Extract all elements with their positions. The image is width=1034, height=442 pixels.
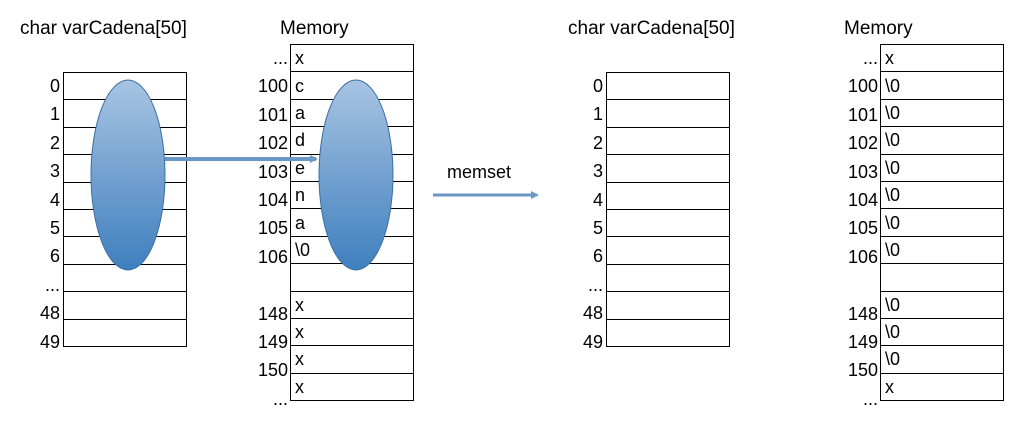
memory-cell: \0 — [880, 153, 1004, 182]
array-index: 1 — [49, 104, 60, 125]
array-cell — [606, 71, 730, 101]
array-index: 4 — [49, 189, 60, 210]
memory-address: 106 — [847, 246, 878, 267]
memset-label: memset — [447, 162, 512, 182]
memory-cell: x — [880, 43, 1004, 73]
array-index: 3 — [49, 161, 60, 182]
memory-address: ... — [862, 48, 878, 68]
array-index: 5 — [592, 217, 603, 238]
array-index: ... — [44, 274, 60, 295]
memory-address: 104 — [257, 189, 288, 210]
array-cell — [63, 291, 187, 320]
memory-address: 106 — [257, 246, 288, 267]
array-highlight-ellipse — [90, 79, 166, 271]
memory-address: ... — [272, 48, 288, 68]
array-cell — [606, 263, 730, 293]
memory-address: ... — [862, 388, 878, 409]
memory-address: 104 — [847, 189, 878, 210]
memory-cell: x — [880, 372, 1004, 402]
array-index: 0 — [592, 76, 603, 96]
memory-address: 149 — [847, 331, 878, 352]
memory-address: 101 — [847, 104, 878, 125]
array-index: 1 — [592, 104, 603, 125]
memory-address: 101 — [257, 104, 288, 125]
memory-address: ... — [272, 388, 288, 409]
right-memory-table: x \0 \0 \0 \0 \0 \0 \0 \0 \0 \0 x — [880, 43, 1004, 402]
array-index: 48 — [582, 303, 603, 324]
right-array-table — [606, 71, 730, 347]
array-index: 48 — [39, 303, 60, 324]
memory-address: 148 — [257, 303, 288, 324]
memory-cell: \0 — [880, 290, 1004, 319]
array-cell — [606, 318, 730, 347]
memory-cell: x — [290, 290, 414, 319]
memory-cell: \0 — [880, 98, 1004, 128]
memory-cell: \0 — [880, 317, 1004, 347]
memory-highlight-ellipse — [318, 79, 394, 271]
array-index: 4 — [592, 189, 603, 210]
array-index: 5 — [49, 217, 60, 238]
right-array-index-column: 0 1 2 3 4 5 6 ... 48 49 — [543, 72, 603, 356]
array-cell — [606, 181, 730, 210]
array-index: 3 — [592, 161, 603, 182]
memory-cell: \0 — [880, 208, 1004, 237]
memory-address: 105 — [847, 218, 878, 239]
array-index: 2 — [592, 132, 603, 153]
array-index: 49 — [582, 331, 603, 352]
right-memory-address-column: ... 100 101 102 103 104 105 106 148 149 … — [810, 44, 878, 413]
memory-address: 150 — [257, 360, 288, 381]
memory-address: 149 — [257, 331, 288, 352]
array-index: 2 — [49, 132, 60, 153]
array-index: 6 — [49, 246, 60, 267]
memory-cell: x — [290, 372, 414, 402]
array-cell — [606, 99, 730, 128]
array-index: 6 — [592, 246, 603, 267]
memory-cell: \0 — [880, 71, 1004, 100]
left-memory-address-column: ... 100 101 102 103 104 105 106 148 149 … — [220, 44, 288, 413]
array-cell — [606, 208, 730, 238]
memory-cell: x — [290, 345, 414, 374]
array-index: 49 — [39, 331, 60, 352]
right-array-title: char varCadena[50] — [568, 18, 735, 39]
left-memory-title: Memory — [280, 18, 349, 39]
memory-address: 102 — [257, 133, 288, 154]
memory-cell: x — [290, 43, 414, 73]
memory-address: 102 — [847, 133, 878, 154]
right-memory-title: Memory — [844, 18, 913, 39]
left-array-title: char varCadena[50] — [20, 18, 187, 39]
memory-address: 100 — [257, 76, 288, 97]
memory-address: 148 — [847, 303, 878, 324]
array-index: ... — [587, 274, 603, 295]
memory-address: 150 — [847, 360, 878, 381]
memory-address: 105 — [257, 218, 288, 239]
array-index: 0 — [49, 76, 60, 96]
array-cell — [606, 236, 730, 265]
array-cell — [63, 318, 187, 347]
memory-address: 100 — [847, 76, 878, 97]
memory-address: 103 — [257, 161, 288, 182]
memory-address: 103 — [847, 161, 878, 182]
left-array-index-column: 0 1 2 3 4 5 6 ... 48 49 — [0, 72, 60, 356]
